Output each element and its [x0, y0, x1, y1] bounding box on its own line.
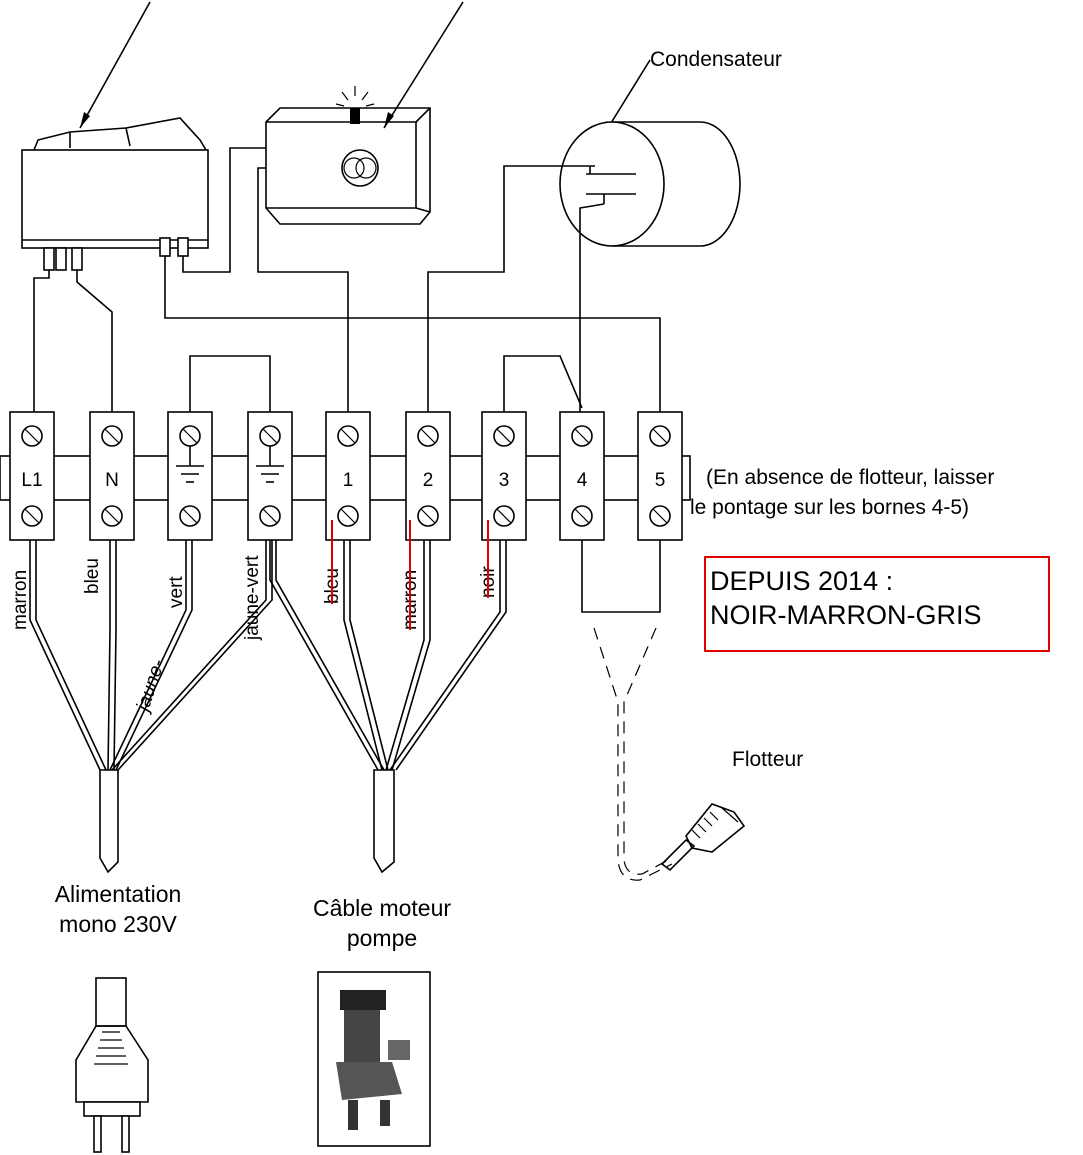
motor-label-line2: pompe	[347, 925, 417, 951]
power-label-line2: mono 230V	[59, 911, 177, 937]
terminal-label-5: 5	[655, 470, 666, 491]
indicator-light	[265, 86, 431, 225]
old-colour-strikes	[331, 520, 489, 630]
wire-label-jaune: jaune-	[132, 657, 169, 717]
notice-box: DEPUIS 2014 : NOIR-MARRON-GRIS	[704, 556, 1050, 652]
internal-wiring	[33, 147, 661, 420]
power-cable-wires	[29, 540, 273, 874]
switch-pointer-arrow	[79, 1, 151, 129]
terminal-n	[89, 411, 135, 541]
float-note-line2: le pontage sur les bornes 4-5)	[690, 496, 969, 519]
capacitor-label: Condensateur	[650, 48, 782, 71]
rocker-switch	[21, 117, 209, 271]
terminal-label-2: 2	[423, 470, 434, 491]
notice-line2: NOIR-MARRON-GRIS	[710, 600, 982, 630]
terminal-label-1: 1	[343, 470, 354, 491]
wire-label-bleu: bleu	[82, 558, 103, 594]
terminal-label-n: N	[105, 470, 119, 491]
power-plug	[75, 977, 149, 1153]
wire-labels: marron bleu vert jaune- jaune-vert bleu …	[10, 555, 499, 717]
bridge-4-5	[581, 540, 661, 613]
wire-label-jaune-vert: jaune-vert	[242, 555, 263, 641]
light-pointer-arrow	[383, 1, 464, 129]
terminal-ground-2	[247, 411, 293, 541]
motor-label-line1: Câble moteur	[313, 895, 451, 921]
terminal-label-3: 3	[499, 470, 510, 491]
terminal-l1	[9, 411, 55, 541]
notice-line1: DEPUIS 2014 :	[710, 566, 894, 596]
terminal-2	[405, 411, 451, 541]
terminal-label-l1: L1	[21, 470, 42, 491]
wire-label-marron: marron	[10, 570, 31, 630]
capacitor	[559, 121, 741, 247]
float-label: Flotteur	[732, 748, 803, 771]
terminal-4	[559, 411, 605, 541]
wire-label-vert: vert	[166, 576, 187, 608]
float-note-line1: (En absence de flotteur, laisser	[706, 466, 994, 489]
float-switch	[593, 627, 746, 881]
motor-cable-wires	[269, 540, 507, 874]
terminal-ground-1	[167, 411, 213, 541]
pump-image	[317, 971, 431, 1147]
terminal-label-4: 4	[577, 470, 588, 491]
terminal-1	[325, 411, 371, 541]
power-label-line1: Alimentation	[55, 881, 182, 907]
terminal-block: L1 N 1 2 3 4 5	[0, 411, 691, 541]
terminal-3	[481, 411, 527, 541]
